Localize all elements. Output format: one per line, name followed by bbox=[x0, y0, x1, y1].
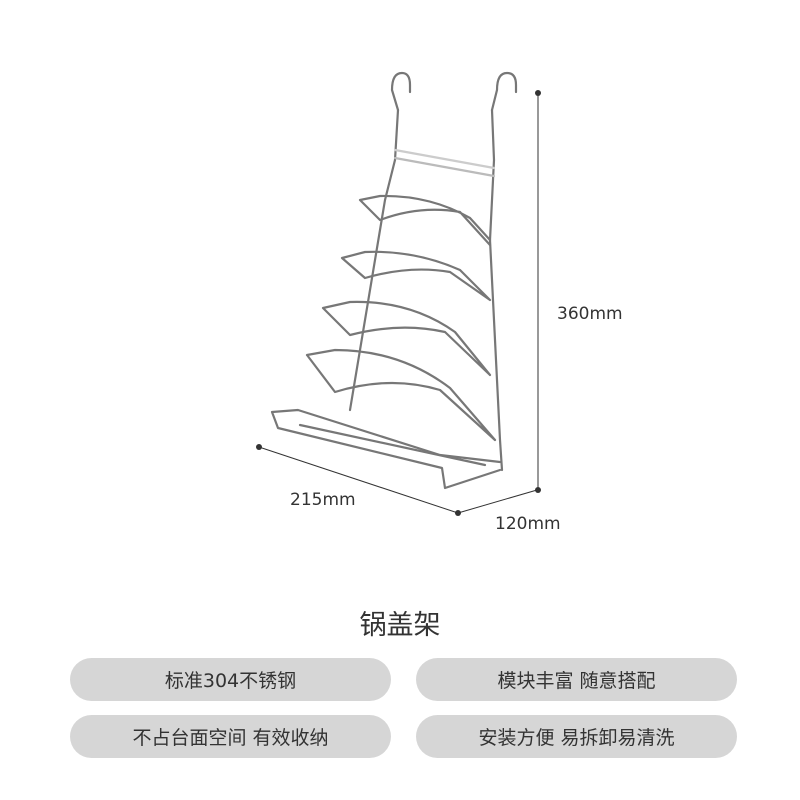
rack-drawing bbox=[270, 71, 518, 490]
feature-badge: 不占台面空间 有效收纳 bbox=[70, 715, 391, 758]
dimension-lines bbox=[258, 93, 539, 514]
width-dimension-label: 215mm bbox=[290, 490, 356, 510]
feature-badge: 模块丰富 随意搭配 bbox=[416, 658, 737, 701]
height-dimension-label: 360mm bbox=[557, 304, 623, 324]
depth-dimension-label: 120mm bbox=[495, 514, 561, 534]
product-title: 锅盖架 bbox=[359, 610, 441, 641]
feature-badge: 标准304不锈钢 bbox=[70, 658, 391, 701]
feature-badge: 安装方便 易拆卸易清洗 bbox=[416, 715, 737, 758]
